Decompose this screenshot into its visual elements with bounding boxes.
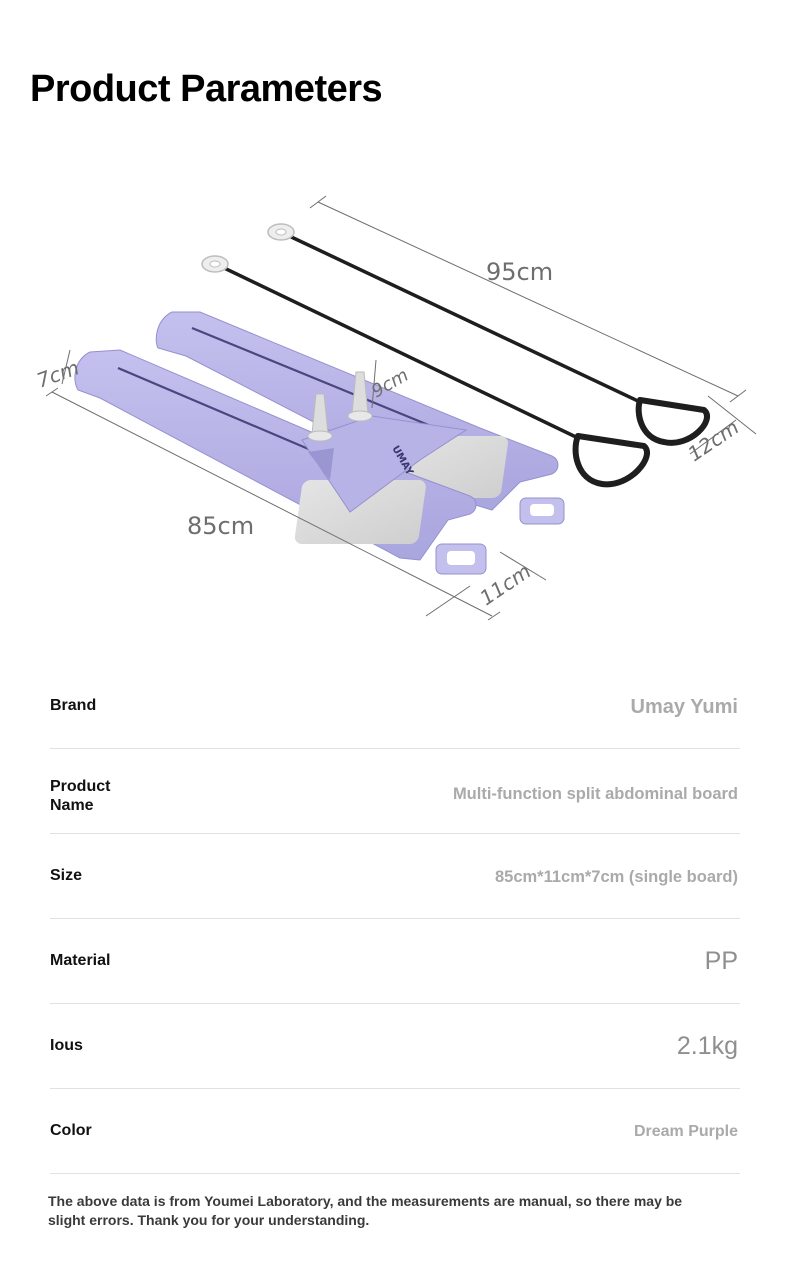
resistance-rope-front [201,255,650,488]
knee-pad [294,480,426,544]
resistance-rope-back [267,223,710,446]
parameter-value: 2.1kg [676,1032,738,1060]
parameter-row-product-name: Product Name Multi-function split abdomi… [50,749,740,834]
abdominal-board-front [74,349,487,575]
page-title: Product Parameters [30,68,383,110]
rope-handle-icon [572,433,650,488]
parameter-value: Umay Yumi [630,696,738,718]
parameter-label: Ious [50,1037,83,1054]
parameter-label: Brand [50,697,97,714]
dimension-lines [45,195,757,621]
dimension-rope-length: 95cm [486,258,553,286]
parameter-value: Dream Purple [633,1123,738,1140]
disclaimer-note: The above data is from Youmei Laboratory… [48,1193,683,1228]
parameter-value: PP [704,947,738,975]
parameter-value: 85cm*11cm*7cm (single board) [494,868,738,886]
dimension-handle-width: 12cm [683,415,743,466]
parameter-label: Size [50,867,83,884]
rope-handle-icon [635,397,710,446]
parameter-row-color: Color Dream Purple [50,1089,740,1174]
product-illustration: UMAY 95cm 12cm 85cm 11cm 7cm 9cm [34,195,757,621]
parameter-table: Brand Umay Yumi Product Name Multi-funct… [50,664,740,1174]
dimension-board-length: 85cm [187,512,254,540]
parameter-row-size: Size 85cm*11cm*7cm (single board) [50,834,740,919]
dimension-board-height: 7cm [34,355,83,392]
parameter-label: Product Name [50,778,111,814]
parameter-label: Color [50,1122,92,1139]
parameter-row-weight: Ious 2.1kg [50,1004,740,1089]
parameter-row-material: Material PP [50,919,740,1004]
parameter-value: Multi-function split abdominal board [452,785,738,803]
center-connector: UMAY [301,371,468,513]
parameter-row-brand: Brand Umay Yumi [50,664,740,749]
parameter-label: Material [50,952,111,969]
